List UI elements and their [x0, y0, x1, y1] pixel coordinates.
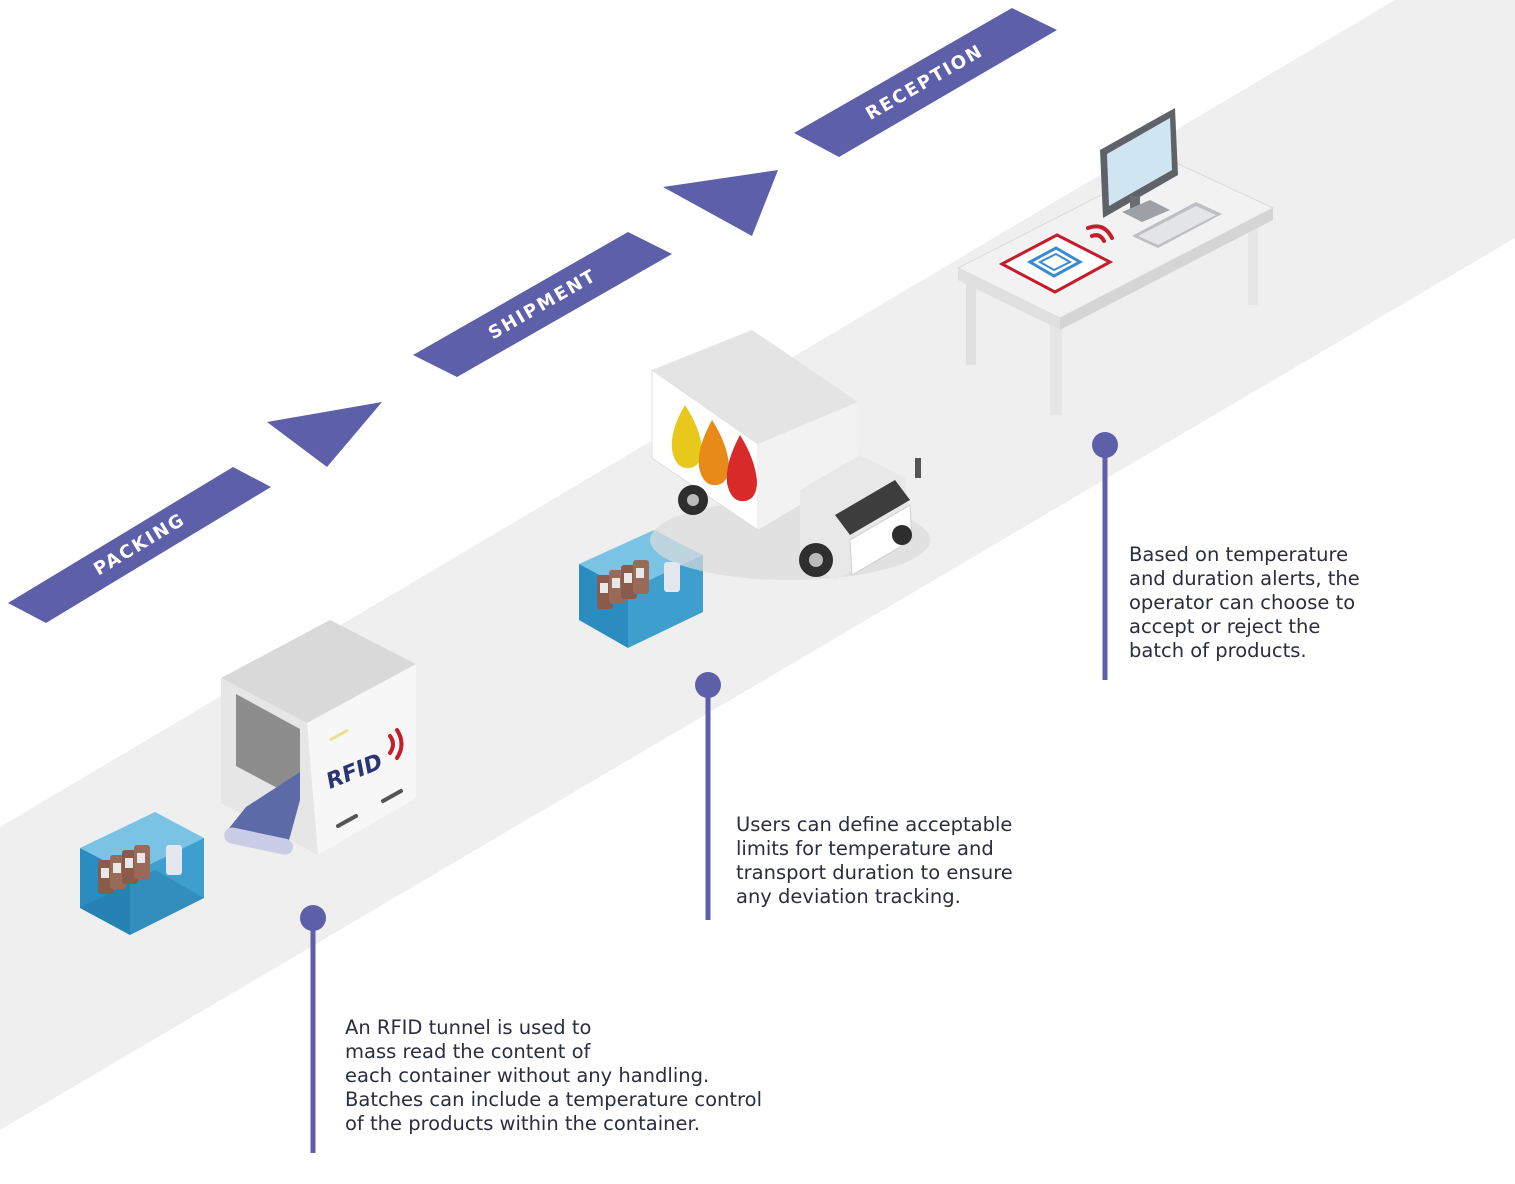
callout-line: and duration alerts, the — [1129, 567, 1360, 590]
callout-pin-shipment — [695, 672, 721, 920]
blood-drops-icon — [671, 405, 757, 502]
callout-line: Batches can include a temperature contro… — [345, 1088, 762, 1111]
flow-arrow-1 — [267, 402, 382, 467]
reception-desk — [956, 108, 1275, 415]
callout-line: any deviation tracking. — [736, 885, 961, 908]
conveyor-belt — [226, 772, 300, 844]
callout-text-packing: An RFID tunnel is used to mass read the … — [345, 1016, 762, 1136]
callout-text-reception: Based on temperature and duration alerts… — [1129, 543, 1360, 663]
callout-pin-reception — [1092, 432, 1118, 680]
callout-line: mass read the content of — [345, 1040, 591, 1063]
callout-line: of the products within the container. — [345, 1112, 700, 1135]
callout-line: batch of products. — [1129, 639, 1307, 662]
callout-text-shipment: Users can define acceptable limits for t… — [736, 813, 1013, 909]
callout-line: each container without any handling. — [345, 1064, 710, 1087]
callout-line: An RFID tunnel is used to — [345, 1016, 592, 1039]
stage-banner-shipment: SHIPMENT — [413, 232, 672, 377]
stage-banner-packing: PACKING — [8, 467, 271, 623]
blood-bags-icon — [98, 845, 150, 894]
truck-wheel — [892, 525, 912, 545]
rfid-reader-pad — [998, 233, 1114, 294]
stage-banner-reception: RECEPTION — [794, 8, 1057, 157]
sensor-tag-icon — [664, 562, 680, 592]
callout-line: limits for temperature and — [736, 837, 994, 860]
keyboard-icon — [1132, 202, 1222, 248]
delivery-truck — [650, 330, 930, 580]
blood-bag-container-packing — [80, 812, 204, 935]
flow-arrow-2 — [663, 170, 778, 236]
computer-monitor — [1100, 108, 1178, 222]
callout-line: Users can define acceptable — [736, 813, 1013, 836]
rfid-tunnel: RFID — [221, 620, 416, 855]
blood-bags-icon — [597, 560, 649, 609]
stage-label-reception: RECEPTION — [862, 40, 987, 124]
callout-pin-packing — [300, 905, 326, 1153]
wireless-signal-icon — [1086, 224, 1114, 243]
callout-line: transport duration to ensure — [736, 861, 1013, 884]
callout-line: operator can choose to — [1129, 591, 1356, 614]
sensor-tag-icon — [166, 845, 182, 875]
callout-line: accept or reject the — [1129, 615, 1321, 638]
rfid-signal-icon — [388, 728, 404, 760]
callout-line: Based on temperature — [1129, 543, 1349, 566]
